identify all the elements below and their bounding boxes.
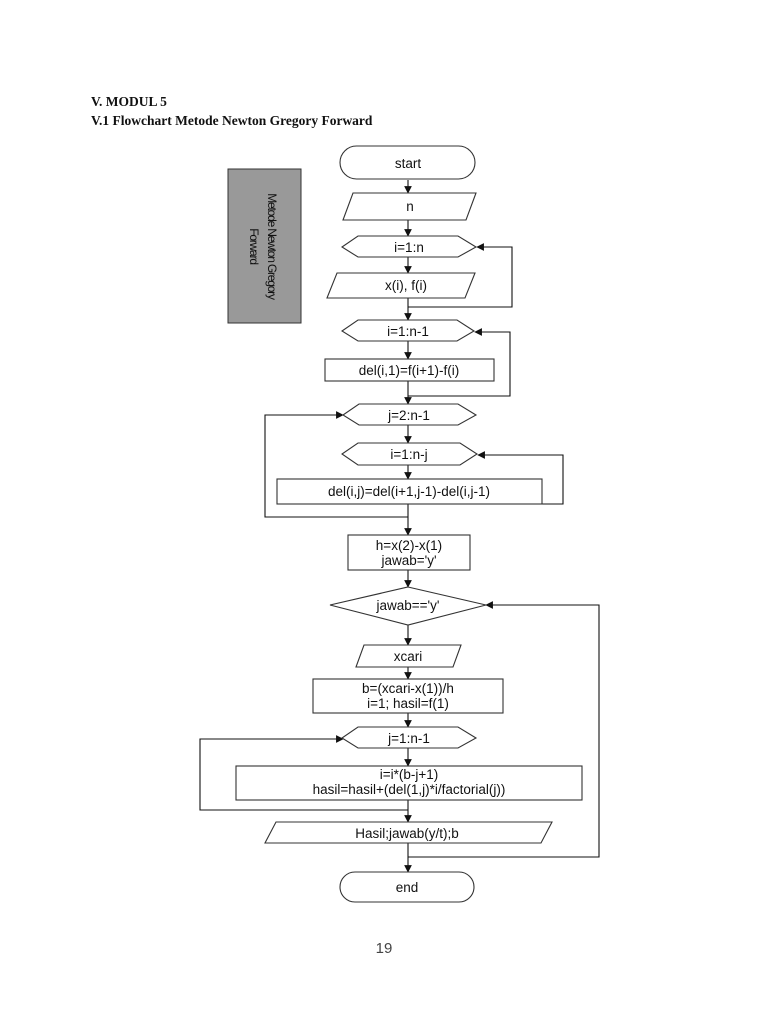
- method-title-box: Metode Newton Gregory Forward: [227, 168, 302, 324]
- method-title-line1: Metode Newton Gregory: [265, 193, 279, 300]
- del-first-process: del(i,1)=f(i+1)-f(i): [324, 358, 495, 382]
- input-xf-label: x(i), f(i): [385, 278, 427, 293]
- loop-j-1-n-minus-1-hexagon: j=1:n-1: [340, 726, 478, 749]
- input-n-label: n: [406, 199, 414, 214]
- init-line1: h=x(2)-x(1): [376, 538, 442, 553]
- section-heading: V.1 Flowchart Metode Newton Gregory Forw…: [91, 113, 373, 128]
- output-label: Hasil;jawab(y/t);b: [355, 826, 459, 841]
- page-number: 19: [375, 940, 393, 957]
- loop-i-1-n-label: i=1:n: [394, 240, 424, 255]
- output-parallelogram: Hasil;jawab(y/t);b: [264, 821, 553, 844]
- jawab-decision: jawab=='y': [329, 586, 487, 626]
- loop-i-1-n-hexagon: i=1:n: [340, 235, 478, 258]
- b-process: b=(xcari-x(1))/h i=1; hasil=f(1): [312, 678, 504, 714]
- loop-j-2-label: j=2:n-1: [387, 408, 430, 423]
- loop-j-2-n-minus-1-hexagon: j=2:n-1: [341, 403, 478, 426]
- end-terminator: end: [339, 871, 475, 903]
- module-heading: V. MODUL 5: [91, 94, 167, 109]
- del-general-process: del(i,j)=del(i+1,j-1)-del(i,j-1): [276, 478, 543, 505]
- end-label: end: [396, 880, 419, 895]
- calc-line1: i=i*(b-j+1): [380, 767, 439, 782]
- loop-i-1-n-minus-j-hexagon: i=1:n-j: [341, 442, 479, 466]
- start-label: start: [395, 156, 422, 171]
- method-title-line2: Forward: [247, 228, 261, 264]
- input-xcari-label: xcari: [394, 649, 423, 664]
- loop-i-1-n-minus-1-label: i=1:n-1: [387, 324, 429, 339]
- loop-j-1-label: j=1:n-1: [387, 731, 430, 746]
- init-process: h=x(2)-x(1) jawab='y': [347, 534, 471, 571]
- calc-line2: hasil=hasil+(del(1,j)*i/factorial(j)): [313, 782, 506, 797]
- input-xcari-parallelogram: xcari: [355, 644, 462, 668]
- calc-process: i=i*(b-j+1) hasil=hasil+(del(1,j)*i/fact…: [235, 765, 583, 801]
- init-line2: jawab='y': [380, 553, 436, 568]
- loop-i-1-n-minus-1-hexagon: i=1:n-1: [340, 319, 476, 342]
- start-terminator: start: [339, 145, 476, 180]
- b-line1: b=(xcari-x(1))/h: [362, 681, 454, 696]
- input-xf-parallelogram: x(i), f(i): [326, 272, 476, 299]
- loop-i-1-n-minus-j-label: i=1:n-j: [390, 447, 427, 462]
- decision-label: jawab=='y': [376, 598, 440, 613]
- input-n-parallelogram: n: [342, 192, 477, 221]
- del-general-label: del(i,j)=del(i+1,j-1)-del(i,j-1): [328, 484, 490, 499]
- del-first-label: del(i,1)=f(i+1)-f(i): [359, 363, 460, 378]
- b-line2: i=1; hasil=f(1): [367, 696, 449, 711]
